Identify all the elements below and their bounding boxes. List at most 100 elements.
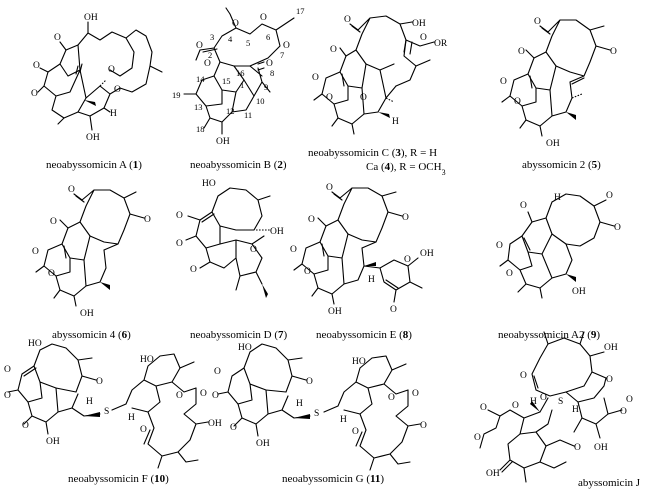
locant-13: 13 [194, 102, 203, 112]
neoabyssomicin-b-oh: OH [216, 137, 230, 147]
abyssomicin-j-oh-top: OH [604, 343, 618, 353]
caption-abyssomicin-2: abyssomicin 2 (5) [522, 159, 601, 171]
neoabyssomicin-f-h2: H [128, 413, 135, 423]
neoabyssomicin-a-o5: O [114, 85, 121, 95]
neoabyssomicin-g-oh-bottom: OH [256, 439, 270, 449]
neoabyssomicin-c-o6: O [360, 93, 367, 103]
locant-15: 15 [222, 76, 231, 86]
neoabyssomicin-e-h: H [368, 275, 375, 285]
neoabyssomicin-f-ho-top: HO [140, 355, 154, 365]
abyssomicin-2-o5: O [514, 97, 521, 107]
neoabyssomicin-a2-o3: O [614, 223, 621, 233]
locant-18: 18 [196, 124, 205, 134]
neoabyssomicin-a-o4: O [108, 65, 115, 75]
caption-neoabyssomicin-a: neoabyssomicin A (1) [46, 159, 142, 171]
locant-14: 14 [196, 74, 205, 84]
neoabyssomicin-f-o4: O [96, 377, 103, 387]
neoabyssomicin-d-ho: HO [202, 179, 216, 189]
abyssomicin-4-o4: O [32, 247, 39, 257]
neoabyssomicin-g-o8: O [420, 421, 427, 431]
neoabyssomicin-e-o3: O [308, 215, 315, 225]
neoabyssomicin-a-oh-top: OH [84, 13, 98, 23]
neoabyssomicin-b-o3: O [196, 41, 203, 51]
abyssomicin-j-o3: O [620, 407, 627, 417]
abyssomicin-2-o4: O [500, 77, 507, 87]
neoabyssomicin-c-h: H [392, 117, 399, 127]
abyssomicin-4-o1: O [68, 185, 75, 195]
neoabyssomicin-b-o2: O [260, 13, 267, 23]
neoabyssomicin-a2-o1: O [520, 201, 527, 211]
caption-neoabyssomicin-g: neoabyssomicin G (11) [282, 473, 384, 485]
neoabyssomicin-f-ho-left: HO [28, 339, 42, 349]
neoabyssomicin-c-or: OR [434, 39, 448, 49]
neoabyssomicin-f-o7: O [140, 425, 147, 435]
caption-neoabyssomicin-e: neoabyssomicin E (8) [316, 329, 412, 341]
neoabyssomicin-b-o5: O [283, 41, 290, 51]
neoabyssomicin-e-o1: O [326, 183, 333, 193]
neoabyssomicin-c-o1: O [344, 15, 351, 25]
structure-neoabyssomicin-f [7, 343, 209, 469]
caption-neoabyssomicin-c: neoabyssomicin C (3), R = H [308, 147, 437, 159]
neoabyssomicin-f-s: S [104, 407, 109, 417]
neoabyssomicin-b-locants: 17 6 5 4 3 2 16 15 14 19 13 12 18 11 10 … [172, 6, 305, 134]
neoabyssomicin-a2-o5: O [506, 269, 513, 279]
neoabyssomicin-a-h: H [110, 109, 117, 119]
neoabyssomicin-e-o2: O [402, 213, 409, 223]
abyssomicin-4-o5: O [48, 269, 55, 279]
locant-6: 6 [266, 32, 270, 42]
neoabyssomicin-e-o-ring: O [390, 305, 397, 315]
abyssomicin-j-o8: O [574, 443, 581, 453]
neoabyssomicin-d-o1: O [176, 211, 183, 221]
structure-neoabyssomicin-a [37, 21, 163, 131]
neoabyssomicin-b-o6: O [266, 59, 273, 69]
caption-neoabyssomicin-b: neoabyssomicin B (2) [190, 159, 287, 171]
neoabyssomicin-g-o5: O [388, 393, 395, 403]
neoabyssomicin-f-o3: O [22, 421, 29, 431]
neoabyssomicin-a-oh-bottom: OH [86, 133, 100, 143]
neoabyssomicin-g-o2: O [212, 391, 219, 401]
structure-neoabyssomicin-g [217, 343, 421, 471]
locant-5: 5 [246, 38, 250, 48]
neoabyssomicin-f-o6: O [200, 389, 207, 399]
locant-3: 3 [210, 32, 214, 42]
abyssomicin-j-o4: O [626, 395, 633, 405]
neoabyssomicin-b-o4: O [204, 59, 211, 69]
caption-neoabyssomicin-d: neoabyssomicin D (7) [190, 329, 287, 341]
neoabyssomicin-d-o4: O [250, 245, 257, 255]
neoabyssomicin-a-o3: O [31, 89, 38, 99]
neoabyssomicin-f-h: H [86, 397, 93, 407]
abyssomicin-j-oh-mid: OH [594, 443, 608, 453]
abyssomicin-j-o7: O [474, 433, 481, 443]
locant-1: 1 [240, 80, 244, 90]
structure-neoabyssomicin-e [293, 187, 423, 305]
neoabyssomicin-f-o1: O [4, 365, 11, 375]
neoabyssomicin-a2-oh: OH [572, 287, 586, 297]
neoabyssomicin-a-o1: O [54, 33, 61, 43]
neoabyssomicin-d-o3: O [190, 265, 197, 275]
locant-12: 12 [226, 106, 235, 116]
neoabyssomicin-e-oh-right: OH [420, 249, 434, 259]
caption-neoabyssomicin-ca: Ca (4), R = OCH3 [366, 161, 446, 177]
neoabyssomicin-c-o5: O [326, 93, 333, 103]
neoabyssomicin-c-o2: O [420, 33, 427, 43]
structure-neoabyssomicin-d [185, 187, 271, 298]
abyssomicin-j-h2: H [572, 405, 579, 415]
structure-abyssomicin-2 [501, 19, 611, 137]
neoabyssomicin-c-oh: OH [412, 19, 426, 29]
caption-neoabyssomicin-f: neoabyssomicin F (10) [68, 473, 169, 485]
structure-neoabyssomicin-c [313, 15, 435, 135]
abyssomicin-2-o2: O [610, 47, 617, 57]
caption-neoabyssomicin-a2: neoabyssomicin A2 (9) [498, 329, 600, 341]
abyssomicin-2-o1: O [534, 17, 541, 27]
neoabyssomicin-b-o1: O [232, 19, 239, 29]
structure-neoabyssomicin-b [183, 7, 295, 135]
caption-abyssomicin-j: abyssomicin J [578, 477, 641, 489]
structure-abyssomicin-4 [35, 189, 145, 307]
neoabyssomicin-e-o4: O [290, 245, 297, 255]
neoabyssomicin-g-h2: H [340, 415, 347, 425]
locant-4: 4 [228, 34, 233, 44]
neoabyssomicin-g-o4: O [306, 377, 313, 387]
abyssomicin-2-oh: OH [546, 139, 560, 149]
neoabyssomicin-e-o-furan: O [404, 255, 411, 265]
neoabyssomicin-g-o7: O [352, 427, 359, 437]
